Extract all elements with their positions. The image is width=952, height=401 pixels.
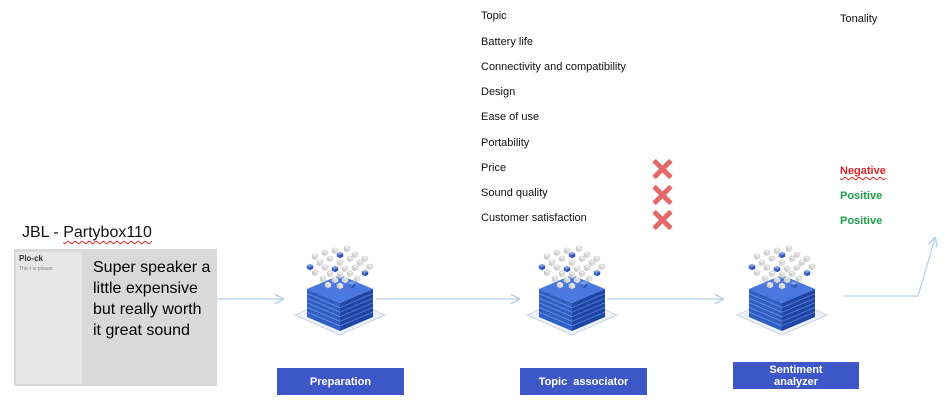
topic-item-design: Design (481, 86, 516, 98)
topic-item-price: Price (481, 162, 507, 174)
topic-item-customer-satisfaction: Customer satisfaction (481, 212, 587, 224)
server-cube-icon (735, 245, 829, 336)
topic-item-portability: Portability (481, 137, 530, 149)
topic-header: Topic (481, 10, 507, 22)
review-doc-title: Plo-ck (19, 254, 44, 263)
topic-item-battery-life: Battery life (481, 36, 533, 48)
server-cube-icon (525, 245, 619, 336)
server-cube-icon (293, 245, 387, 336)
tonality-header: Tonality (840, 13, 878, 25)
tonality-sound-quality: Positive (840, 190, 883, 202)
topic-item-sound-quality: Sound quality (481, 187, 548, 199)
topic-item-ease-of-use: Ease of use (481, 111, 540, 123)
tonality-price: Negative (840, 165, 886, 177)
product-title: JBL - Partybox110 (22, 224, 152, 241)
arrow-sentiment-output (843, 238, 935, 297)
stage-sentiment-analyzer: Sentiment analyzer (733, 362, 859, 389)
review-doc-subtitle: Thic-i ie pisaas. (19, 266, 54, 272)
review-document (16, 252, 82, 384)
stage-preparation: Preparation (277, 368, 404, 395)
tonality-customer-satisfaction: Positive (840, 215, 883, 227)
topic-item-connectivity: Connectivity and compatibility (481, 61, 626, 73)
review-text: Super speaker a little expensive but rea… (93, 259, 211, 339)
stage-topic-associator: Topic associator (520, 368, 647, 395)
